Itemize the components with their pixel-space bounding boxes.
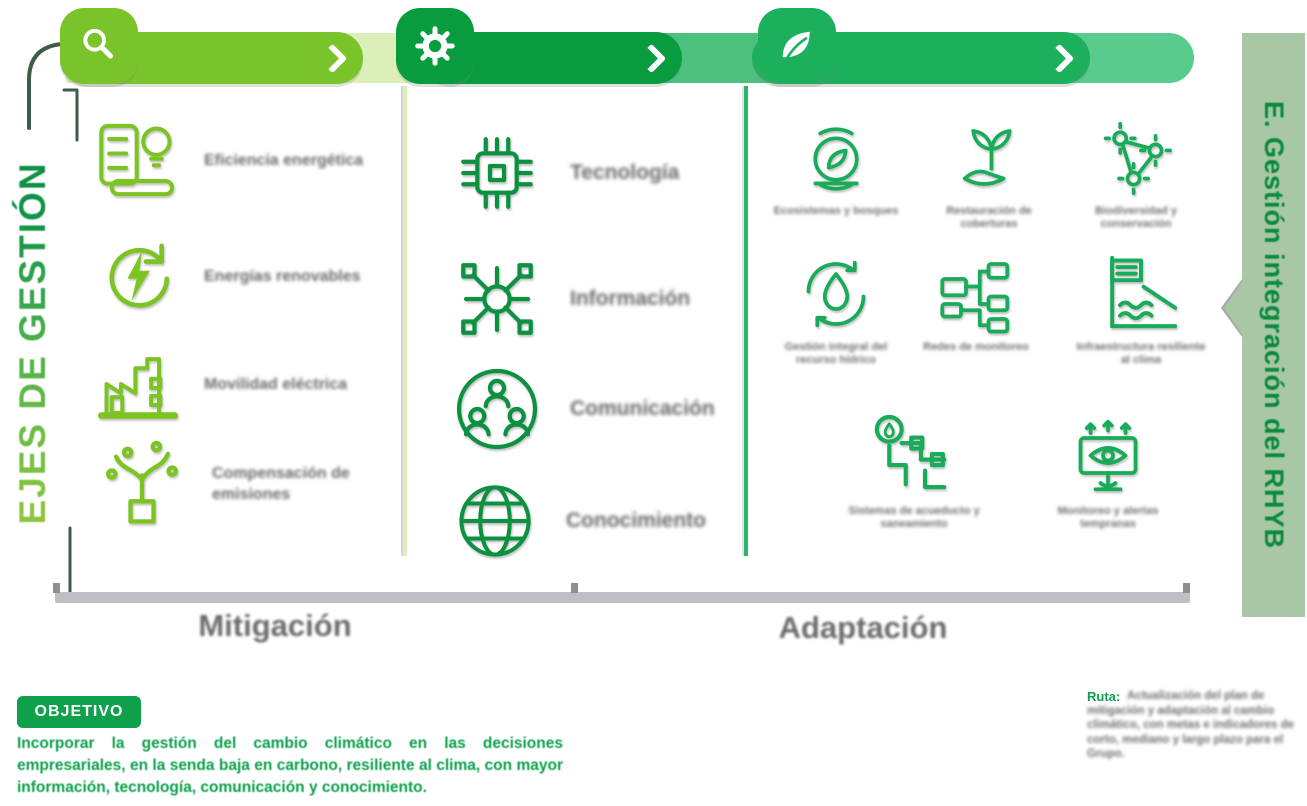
route-text: Actualización del plan de mitigación y a… bbox=[1087, 690, 1295, 760]
grid-item-label: Infraestructura resiliente al clima bbox=[1076, 341, 1206, 366]
item-label: Movilidad eléctrica bbox=[204, 375, 348, 393]
hand-plant-icon bbox=[96, 438, 188, 530]
grid-item-label: Gestión integral del recurso hídrico bbox=[784, 341, 888, 366]
list-item: Tecnología bbox=[452, 128, 820, 218]
objective-badge: OBJETIVO bbox=[17, 696, 141, 728]
grid-item-label: Sistemas de acueducto y saneamiento bbox=[848, 505, 980, 530]
banner-arrow-left-icon bbox=[1224, 282, 1242, 334]
axis-tick bbox=[1183, 583, 1190, 593]
grid-item: Gestión integral del recurso hídrico bbox=[770, 254, 902, 367]
leaf-badge bbox=[758, 8, 836, 84]
axis-tick bbox=[53, 583, 60, 593]
axis-label-mitigation: Mitigación bbox=[198, 608, 352, 643]
flower-network-icon bbox=[1097, 120, 1175, 198]
flood-gauge-icon bbox=[1099, 250, 1183, 334]
water-cycle-icon bbox=[796, 254, 876, 334]
axis-label-adaptation: Adaptación bbox=[778, 610, 948, 645]
grid-item-label: Ecosistemas y bosques bbox=[773, 205, 899, 217]
item-label: Conocimiento bbox=[566, 509, 706, 532]
water-pipes-icon bbox=[870, 410, 958, 498]
monitor-eye-icon bbox=[1068, 418, 1148, 498]
grid-item: Infraestructura resiliente al clima bbox=[1075, 250, 1207, 367]
grid-item-label: Restauración de coberturas bbox=[946, 205, 1032, 230]
list-item: Energías renovables bbox=[96, 234, 389, 318]
objective-text: Incorporar la gestión del cambio climáti… bbox=[17, 735, 563, 796]
item-label: Comunicación bbox=[570, 397, 715, 420]
list-item: Compensación de emisiones bbox=[96, 438, 397, 530]
chevron-right-icon bbox=[636, 43, 667, 74]
column-divider-1 bbox=[403, 86, 407, 556]
connected-devices-icon bbox=[936, 254, 1016, 334]
item-label: Eficiencia energética bbox=[204, 151, 364, 169]
route-label: Ruta: bbox=[1087, 689, 1121, 704]
list-item: Información bbox=[452, 254, 820, 344]
sprout-hand-icon bbox=[950, 120, 1028, 198]
magnifier-badge bbox=[60, 8, 138, 84]
circuit-nodes-icon bbox=[452, 254, 542, 344]
eco-globe-icon bbox=[797, 120, 875, 198]
grid-item: Ecosistemas y bosques bbox=[770, 120, 902, 218]
list-item: Conocimiento bbox=[452, 478, 816, 564]
magnifier-icon bbox=[83, 28, 114, 59]
rhyb-banner: E. Gestión integración del RHYB bbox=[1221, 33, 1305, 617]
people-circle-icon bbox=[452, 364, 542, 454]
item-label: Compensación de emisiones bbox=[212, 465, 350, 503]
axis-tick bbox=[571, 583, 578, 593]
rhyb-banner-label: E. Gestión integración del RHYB bbox=[1259, 100, 1289, 550]
list-item: Eficiencia energética bbox=[96, 118, 389, 202]
leaf-icon bbox=[782, 31, 810, 62]
grid-item: Redes de monitoreo bbox=[910, 254, 1042, 354]
chip-network-icon bbox=[452, 128, 542, 218]
grid-item-label: Monitoreo y alertas tempranas bbox=[1057, 505, 1159, 530]
checklist-bulb-icon bbox=[96, 118, 180, 202]
grid-item: Biodiversidad y conservación bbox=[1070, 120, 1202, 231]
recycle-bolt-icon bbox=[96, 234, 180, 318]
route-block: Ruta: Actualización del plan de mitigaci… bbox=[1087, 689, 1305, 762]
grid-item: Restauración de coberturas bbox=[923, 120, 1055, 231]
column-divider-2 bbox=[744, 86, 748, 556]
timeline-axis bbox=[55, 592, 1190, 603]
gear-icon bbox=[415, 26, 455, 66]
item-label: Energías renovables bbox=[204, 267, 361, 285]
chevron-right-icon bbox=[1044, 43, 1075, 74]
globe-coin-icon bbox=[452, 478, 538, 564]
grid-item-label: Biodiversidad y conservación bbox=[1095, 205, 1177, 230]
left-axis-title: EJES DE GESTIÓN bbox=[12, 128, 58, 558]
grid-item: Sistemas de acueducto y saneamiento bbox=[848, 410, 980, 531]
grid-item-label: Redes de monitoreo bbox=[923, 341, 1029, 353]
chevron-right-icon bbox=[317, 43, 348, 74]
list-item: Comunicación bbox=[452, 364, 820, 454]
item-label: Información bbox=[570, 287, 691, 310]
gear-badge bbox=[396, 8, 474, 84]
list-item: Movilidad eléctrica bbox=[96, 342, 389, 426]
item-label: Tecnología bbox=[570, 161, 680, 184]
industry-building-icon bbox=[96, 342, 180, 426]
grid-item: Monitoreo y alertas tempranas bbox=[1042, 418, 1174, 531]
